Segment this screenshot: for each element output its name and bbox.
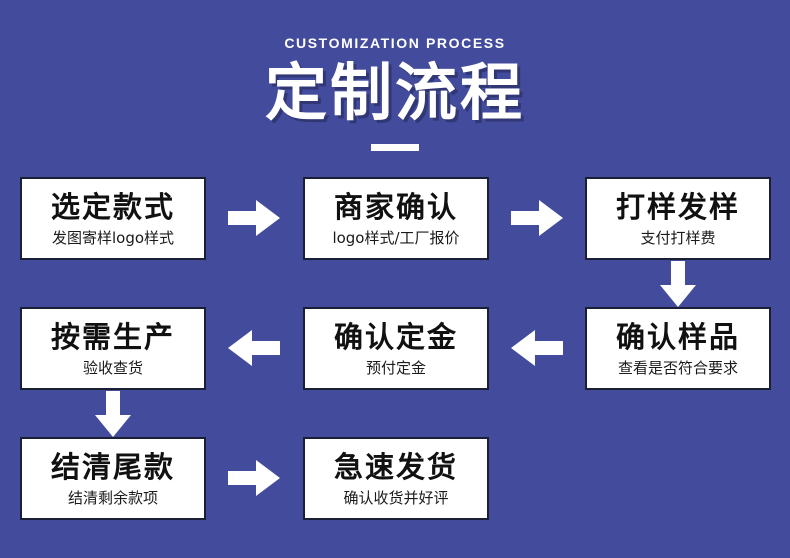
step-2-title: 商家确认 [333, 189, 458, 224]
arrow-down-icon-6-to-7 [93, 391, 133, 437]
step-card-1: 选定款式 发图寄样logo样式 [20, 177, 206, 260]
step-card-8: 急速发货 确认收货并好评 [303, 437, 489, 520]
title-underline-rule [371, 144, 419, 151]
arrow-right-icon-7-to-8 [228, 458, 280, 498]
step-7-title: 结清尾款 [50, 449, 175, 484]
arrow-down-icon-3-to-4 [658, 261, 698, 307]
step-3-subtitle: 支付打样费 [640, 228, 716, 247]
step-6-title: 按需生产 [50, 319, 175, 354]
step-4-subtitle: 查看是否符合要求 [617, 358, 738, 377]
step-3-title: 打样发样 [615, 189, 740, 224]
step-5-subtitle: 预付定金 [365, 358, 426, 377]
arrow-left-icon-4-to-5 [511, 328, 563, 368]
arrow-right-icon-1-to-2 [228, 198, 280, 238]
step-4-title: 确认样品 [615, 319, 740, 354]
step-card-2: 商家确认 logo样式/工厂报价 [303, 177, 489, 260]
page-title: 定制流程 [264, 56, 525, 129]
step-card-3: 打样发样 支付打样费 [585, 177, 771, 260]
step-2-subtitle: logo样式/工厂报价 [332, 228, 460, 247]
step-7-subtitle: 结清剩余款项 [67, 488, 158, 507]
step-1-title: 选定款式 [50, 189, 175, 224]
arrow-right-icon-2-to-3 [511, 198, 563, 238]
step-1-subtitle: 发图寄样logo样式 [51, 228, 175, 247]
arrow-left-icon-5-to-6 [228, 328, 280, 368]
step-5-title: 确认定金 [333, 319, 458, 354]
step-card-4: 确认样品 查看是否符合要求 [585, 307, 771, 390]
step-8-title: 急速发货 [333, 449, 458, 484]
step-card-6: 按需生产 验收查货 [20, 307, 206, 390]
header-eyebrow: CUSTOMIZATION PROCESS [284, 35, 506, 51]
step-card-5: 确认定金 预付定金 [303, 307, 489, 390]
step-6-subtitle: 验收查货 [82, 358, 143, 377]
step-8-subtitle: 确认收货并好评 [343, 488, 449, 507]
step-card-7: 结清尾款 结清剩余款项 [20, 437, 206, 520]
